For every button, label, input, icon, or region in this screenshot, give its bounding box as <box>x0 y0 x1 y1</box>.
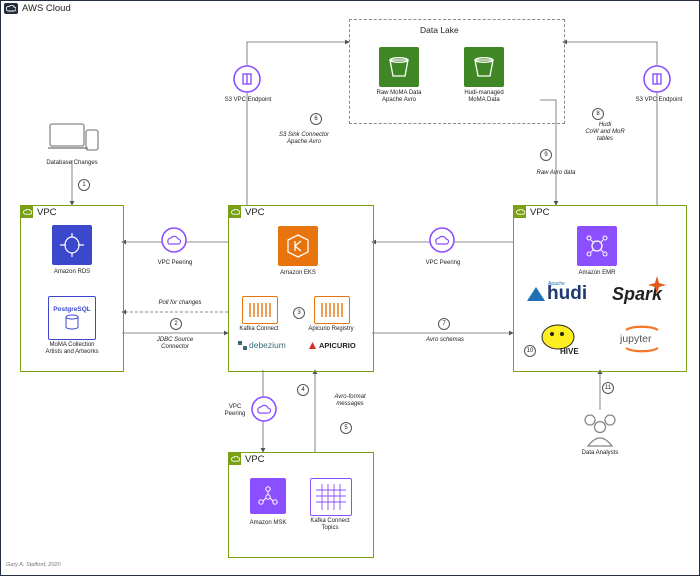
emr-label: Amazon EMR <box>578 270 616 276</box>
moma-collection-label: MoMA Collection Artists and Artworks <box>45 342 99 355</box>
vpc-bottom-title: VPC <box>245 453 265 465</box>
vpc-peering-right-icon <box>428 226 456 259</box>
data-analysts-icon <box>578 410 622 453</box>
hudi-bucket-label: Hudi-managed MoMA Data <box>464 90 504 103</box>
step-6-badge: 6 <box>310 113 322 125</box>
step-7-badge: 7 <box>438 318 450 330</box>
hive-logo: HIVE <box>538 323 582 361</box>
raw-avro-label: Raw Avro data <box>536 170 576 176</box>
avro-schemas-label: Avro schemas <box>426 337 464 343</box>
hive-text: HIVE <box>560 347 579 356</box>
vpc-cloud-icon <box>21 206 33 218</box>
poll-label: Poll for changes <box>158 300 202 306</box>
vpc-center: VPC <box>228 205 374 372</box>
eks-icon <box>278 226 318 266</box>
data-lake-group <box>349 19 565 124</box>
vpc-cloud-icon <box>514 206 526 218</box>
hudi-tables-label: Hudi CoW and MoR tables <box>585 122 625 142</box>
s3-sink-label: S3 Sink Connector Apache Avro <box>278 132 330 145</box>
peering-bottom-label: VPC Peering <box>224 404 246 417</box>
kafka-connect-container-icon <box>242 296 278 324</box>
aws-cloud-title: AWS Cloud <box>22 3 71 14</box>
step-10-badge: 10 <box>524 345 536 357</box>
vpc-right-header: VPC <box>514 206 550 218</box>
database-changes-label: Database Changes <box>46 160 98 166</box>
apicurio-logo: APICURIO <box>308 341 356 350</box>
postgresql-logo: PostgreSQL <box>53 305 91 313</box>
step-1-badge: 1 <box>78 179 90 191</box>
postgresql-icon: PostgreSQL <box>48 296 96 340</box>
step-11-badge: 11 <box>602 382 614 394</box>
rds-icon <box>52 225 92 265</box>
step-4-badge: 4 <box>297 384 309 396</box>
apicurio-label: Apicurio Registry <box>308 326 354 332</box>
s3-endpoint-left-icon <box>232 64 262 99</box>
apicurio-text: APICURIO <box>319 341 356 350</box>
aws-cloud-header: AWS Cloud <box>4 3 71 14</box>
vpc-right: VPC <box>513 205 687 372</box>
s3-endpoint-right-icon <box>642 64 672 99</box>
edge-eks-to-lake <box>246 39 350 205</box>
step-2-badge: 2 <box>170 318 182 330</box>
edge-lake-to-emr <box>540 99 559 206</box>
raw-bucket-label: Raw MoMA Data Apache Avro <box>376 90 422 103</box>
vpc-left-title: VPC <box>37 206 57 218</box>
debezium-logo: debezium <box>238 340 286 350</box>
jdbc-label: JDBC Source Connector <box>156 337 194 350</box>
jupyter-text: jupyter <box>620 333 652 345</box>
vpc-cloud-icon <box>229 453 241 465</box>
vpc-right-title: VPC <box>530 206 550 218</box>
vpc-bottom: VPC <box>228 452 374 558</box>
step-8-badge: 8 <box>592 108 604 120</box>
kafka-connect-label: Kafka Connect <box>239 326 279 332</box>
vpc-center-title: VPC <box>245 206 265 218</box>
apicurio-container-icon <box>314 296 350 324</box>
rds-label: Amazon RDS <box>53 269 91 275</box>
vpc-peering-bottom-icon <box>250 395 278 428</box>
msk-label: Amazon MSK <box>249 520 287 526</box>
vpc-left: VPC <box>20 205 124 372</box>
aws-cloud-icon <box>4 3 18 14</box>
step-3-badge: 3 <box>293 307 305 319</box>
peering-left-label: VPC Peering <box>157 260 193 266</box>
hudi-text: hudi <box>547 283 588 304</box>
vpc-cloud-icon <box>229 206 241 218</box>
jupyter-logo: jupyter <box>618 322 666 358</box>
vpc-bottom-header: VPC <box>229 453 265 465</box>
eks-label: Amazon EKS <box>280 270 316 276</box>
avro-messages-label: Avro-format messages <box>334 394 366 407</box>
devices-icon <box>48 118 100 161</box>
s3-bucket-raw-icon <box>379 47 419 87</box>
data-lake-title: Data Lake <box>420 25 459 35</box>
kafka-topics-label: Kafka Connect Topics <box>310 518 350 531</box>
s3-bucket-hudi-icon <box>464 47 504 87</box>
data-analysts-label: Data Analysts <box>581 450 619 456</box>
vpc-peering-left-icon <box>160 226 188 259</box>
msk-icon <box>250 478 286 514</box>
s3-endpoint-left-label: S3 VPC Endpoint <box>224 97 272 103</box>
hudi-small-text: Apache <box>548 281 565 287</box>
peering-right-label: VPC Peering <box>425 260 461 266</box>
vpc-left-header: VPC <box>21 206 57 218</box>
footer-credit: Gary A. Stafford, 2020 <box>6 562 61 568</box>
s3-endpoint-right-label: S3 VPC Endpoint <box>635 97 683 103</box>
spark-logo: Spark <box>612 276 666 305</box>
spark-text: Spark <box>612 284 663 304</box>
step-9-badge: 9 <box>540 149 552 161</box>
edge-emr-to-lake <box>562 39 658 205</box>
emr-icon <box>577 226 617 266</box>
step-5-badge: 5 <box>340 422 352 434</box>
kafka-topics-icon <box>310 478 352 516</box>
vpc-center-header: VPC <box>229 206 265 218</box>
debezium-text: debezium <box>249 340 286 350</box>
